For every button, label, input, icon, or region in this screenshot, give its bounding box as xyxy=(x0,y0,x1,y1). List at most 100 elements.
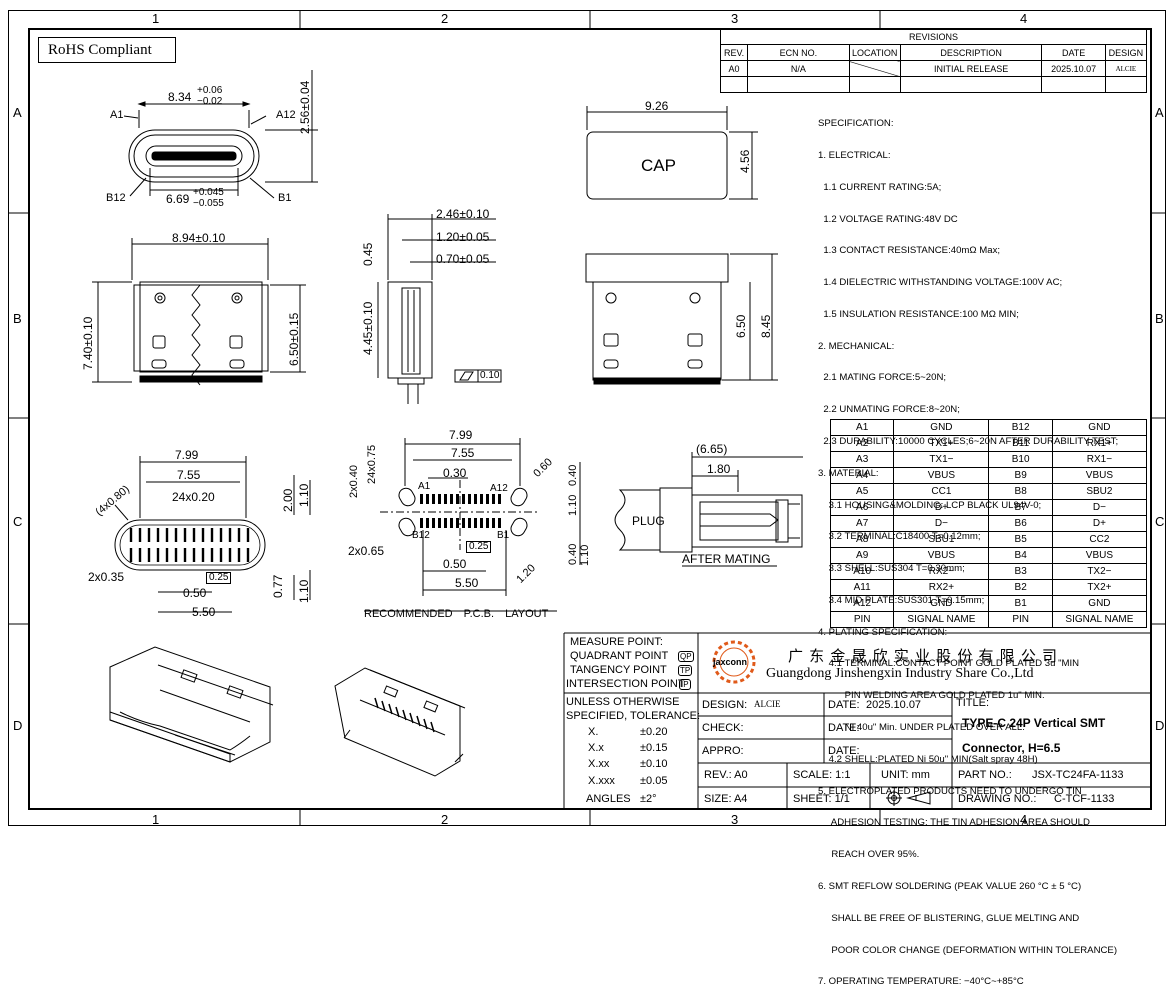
side-dim-4: 0.45 xyxy=(361,242,375,266)
pcb-dim-12: 5.50 xyxy=(455,576,479,590)
side-flatness: 0.10 xyxy=(480,370,500,381)
pin-cell: RX2+ xyxy=(893,579,990,596)
pcb-label-b12: B12 xyxy=(412,530,430,541)
pin-cell: RX2− xyxy=(893,563,990,580)
measure-code-tp: TP xyxy=(678,665,693,676)
rev-value-description: INITIAL RELEASE xyxy=(899,60,1043,77)
pin-cell: D− xyxy=(1051,499,1148,516)
revisions-title: REVISIONS xyxy=(720,29,1147,45)
tolerance-angles-value: ±2° xyxy=(640,793,657,805)
scale-label: SCALE: 1:1 xyxy=(793,769,851,781)
spec-line: 7. OPERATING TEMPERATURE: −40°C~+85°C xyxy=(818,976,1024,988)
spec-line: NI 40u" Min. UNDER PLATED OVER ALL. xyxy=(818,722,1025,734)
mating-dim-2: 1.80 xyxy=(707,462,731,476)
isometric-view-left xyxy=(109,646,274,763)
spec-line: ADHESION TESTING: THE TIN ADHESION AREA … xyxy=(818,817,1090,829)
tolerance-xx: X.x xyxy=(588,742,604,754)
top-view-connector xyxy=(123,70,318,199)
spec-line: SHALL BE FREE OF BLISTERING, GLUE MELTIN… xyxy=(818,912,1080,924)
rev-header-location: LOCATION xyxy=(848,44,901,61)
top-dim-inner-tol-plus: +0.045 xyxy=(193,187,224,198)
col-number-1: 1 xyxy=(152,11,160,26)
pin-cell: A9 xyxy=(829,547,895,564)
side-dim-1: 2.46±0.10 xyxy=(436,207,490,221)
pin-cell: A5 xyxy=(829,483,895,500)
pin-cell: GND xyxy=(1051,419,1148,436)
isometric-view-right xyxy=(334,667,466,777)
spec-line: SPECIFICATION: xyxy=(818,118,894,130)
pin-cell: B9 xyxy=(988,467,1053,484)
rev-header-design: DESIGN xyxy=(1104,44,1148,61)
pin-header: PIN xyxy=(829,611,895,628)
top-label-b1: B1 xyxy=(278,192,292,204)
spec-line: 1.2 VOLTAGE RATING:48V DC xyxy=(818,213,958,225)
appro-label: APPRO: xyxy=(702,745,744,757)
bottom-dim-7: 2x0.35 xyxy=(88,570,125,584)
col-number-4: 4 xyxy=(1020,11,1028,26)
rev-value-location xyxy=(848,60,901,77)
bottom-dim-5: 2.00 xyxy=(281,488,295,512)
pin-cell: VBUS xyxy=(1051,547,1148,564)
measure-point-title: MEASURE POINT: xyxy=(570,636,663,648)
top-dim-height: 2.56±0.04 xyxy=(298,80,312,134)
spec-line: PIN WELDING AREA GOLD PLATED 1u" MIN. xyxy=(818,690,1045,702)
pin-cell: CC1 xyxy=(893,483,990,500)
top-label-a1: A1 xyxy=(110,109,124,121)
cap-outline xyxy=(586,106,758,200)
measure-code-qp: QP xyxy=(678,651,694,662)
pin-cell: D+ xyxy=(893,499,990,516)
rev-header-description: DESCRIPTION xyxy=(899,44,1043,61)
company-name-cn: 广 东 金 晟 欣 实 业 股 份 有 限 公 司 xyxy=(788,648,1059,665)
col-number-2-bottom: 2 xyxy=(441,812,449,827)
part-no-value: JSX-TC24FA-1133 xyxy=(1032,769,1124,781)
top-dim-inner-tol-minus: −0.055 xyxy=(193,198,224,209)
pcb-dim-5: 2x0.40 xyxy=(348,464,360,498)
company-logo-text: jaxconn xyxy=(713,657,748,667)
size-label: SIZE: A4 xyxy=(704,793,748,805)
pin-cell: B6 xyxy=(988,515,1053,532)
pin-cell: RX1+ xyxy=(1051,435,1148,452)
pin-cell: TX2+ xyxy=(1051,579,1148,596)
pin-cell: A4 xyxy=(829,467,895,484)
side-dim-3: 0.70±0.05 xyxy=(436,252,490,266)
title-block-lines xyxy=(563,632,1152,810)
rear-view-connector xyxy=(585,253,778,385)
pin-cell: A8 xyxy=(829,531,895,548)
rear-dim-1: 6.50 xyxy=(734,314,748,338)
bottom-dim-12: 1.10 xyxy=(297,579,311,603)
check-date-label: DATE: xyxy=(828,722,860,734)
col-number-1-bottom: 1 xyxy=(152,812,160,827)
col-number-3: 3 xyxy=(731,11,739,26)
pcb-label-b1: B1 xyxy=(497,530,510,541)
tolerance-head-2: SPECIFIED, TOLERANCE: xyxy=(566,710,701,722)
spec-line: REACH OVER 95%. xyxy=(818,849,920,861)
pin-cell: A12 xyxy=(829,595,895,612)
measure-intersection: INTERSECTION POINT xyxy=(566,678,685,690)
bottom-dim-11: 0.77 xyxy=(271,574,285,598)
top-dim-tol-minus: −0.02 xyxy=(197,96,223,107)
pin-cell: TX1+ xyxy=(893,435,990,452)
tolerance-x: X. xyxy=(588,726,599,738)
spec-line: 4. PLATING SPECIFICATION: xyxy=(818,626,948,638)
projection-symbol xyxy=(886,790,931,806)
title-line-2: Connector, H=6.5 xyxy=(962,741,1061,755)
drawing-geometry xyxy=(8,10,1166,826)
pin-cell: RX1− xyxy=(1051,451,1148,468)
pin-header: PIN xyxy=(988,611,1053,628)
pin-cell: A6 xyxy=(829,499,895,516)
spec-line: 1.3 CONTACT RESISTANCE:40mΩ Max; xyxy=(818,245,1001,257)
top-dim-width: 8.34 xyxy=(168,90,192,104)
pin-cell: B2 xyxy=(988,579,1053,596)
title-line-1: TYPE-C 24P Vertical SMT xyxy=(962,716,1106,730)
design-value: ALCIE xyxy=(754,699,781,709)
front-dim-height-1: 7.40±0.10 xyxy=(81,316,95,370)
pin-cell: GND xyxy=(1051,595,1148,612)
col-number-4-bottom: 4 xyxy=(1020,812,1028,827)
bottom-dim-3: 24x0.20 xyxy=(172,490,215,504)
tolerance-x-value: ±0.20 xyxy=(640,726,668,738)
top-label-a12: A12 xyxy=(276,109,296,121)
side-dim-5: 4.45±0.10 xyxy=(361,301,375,355)
cap-label: CAP xyxy=(641,156,676,175)
bottom-dim-2: 7.55 xyxy=(177,468,201,482)
row-letter-a-right: A xyxy=(1155,105,1164,120)
